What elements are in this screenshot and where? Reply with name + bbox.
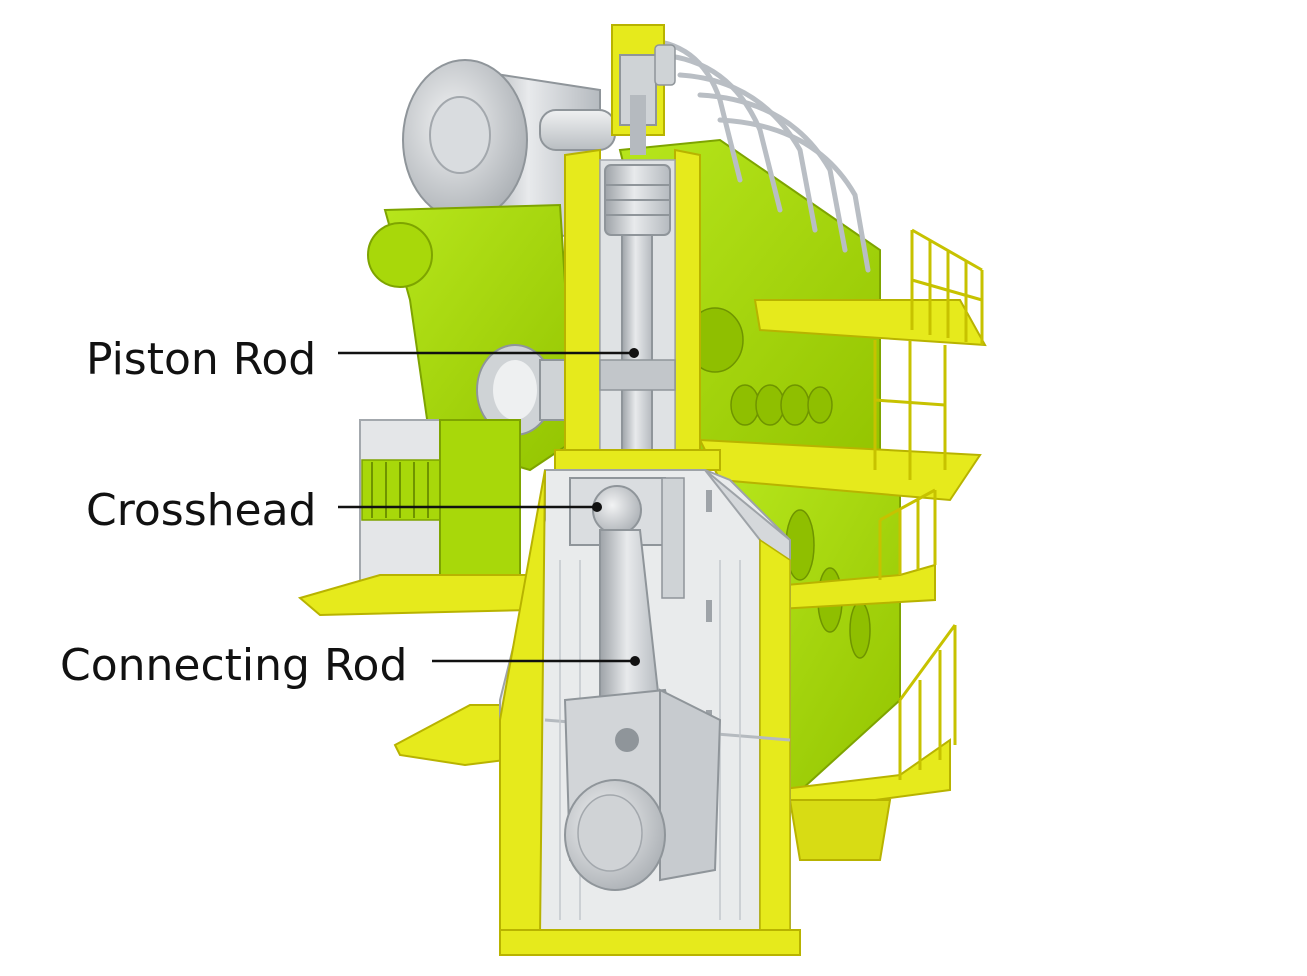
lower-walkways	[727, 488, 957, 861]
diaphragm-plate	[554, 449, 721, 471]
leader-crosshead	[338, 502, 602, 512]
turbocharger	[402, 59, 616, 242]
crankshaft	[564, 688, 722, 891]
crosshead	[569, 477, 685, 599]
label-crosshead: Crosshead	[86, 485, 317, 536]
crosshead-marker	[592, 502, 602, 512]
leader-piston-rod	[338, 348, 639, 358]
fuel-pipes	[637, 37, 871, 273]
connecting-rod-marker	[630, 656, 640, 666]
upper-gallery	[698, 228, 987, 502]
air-cooler	[367, 203, 581, 472]
stuffing-box	[599, 359, 676, 391]
piston-rod-marker	[629, 348, 639, 358]
cylinder-head	[611, 24, 676, 155]
piston	[604, 164, 671, 236]
platform-left-upper	[297, 574, 542, 617]
label-connecting-rod: Connecting Rod	[60, 640, 408, 691]
leader-connecting-rod	[432, 656, 640, 666]
label-piston-rod: Piston Rod	[86, 334, 317, 385]
